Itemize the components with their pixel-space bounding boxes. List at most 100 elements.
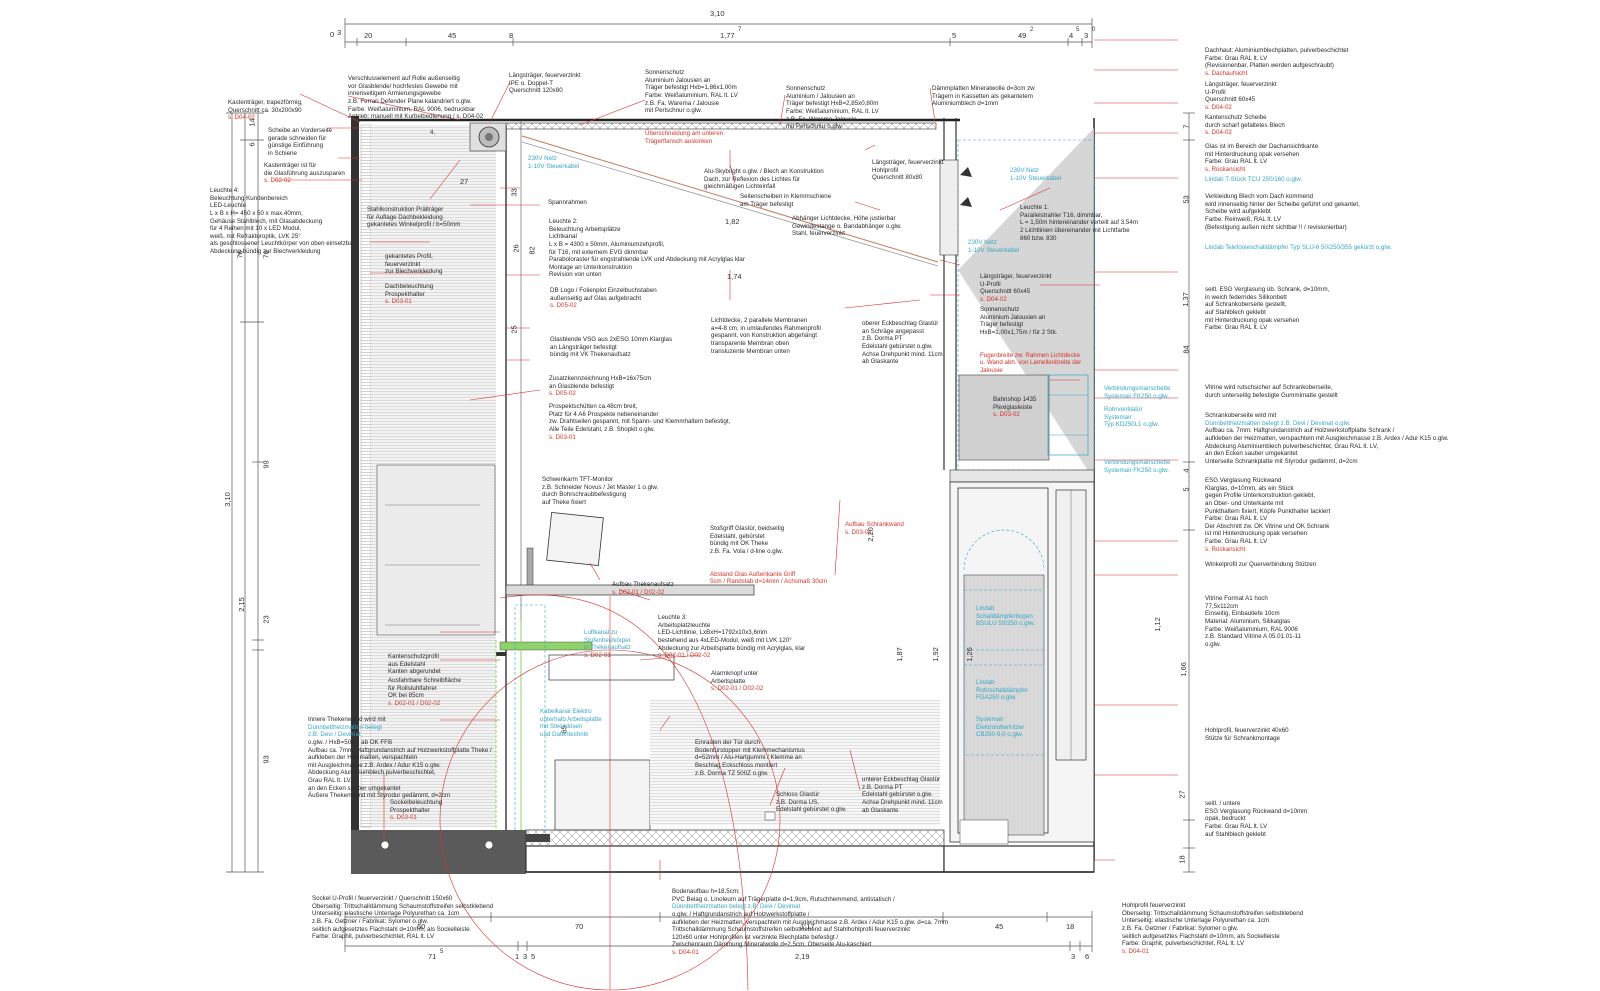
right-dim: 53 <box>1181 195 1191 204</box>
bottom-dim: 1 <box>515 952 520 961</box>
right-dim: 1,66 <box>1178 662 1188 677</box>
bottom-dim: 60 <box>417 922 426 931</box>
dimension-lines <box>226 18 1195 952</box>
top-dim-seg: 4 <box>1069 31 1074 40</box>
note-r-vitrine-nut: Vitrine wird rutschsicher auf Schrankobe… <box>1205 384 1338 399</box>
top-dim-seg: 2 <box>1030 27 1034 33</box>
bottom-dim: 2,19 <box>795 952 810 961</box>
top-dim-seg: 45 <box>448 31 457 40</box>
inner-dim: 25 <box>509 325 519 334</box>
inner-dim: 1,82 <box>725 217 740 226</box>
top-dim-seg: 5 <box>1076 27 1080 33</box>
note-bodenaufbau: Bodenaufbau h=18,5cm:PVC Belag o. Linole… <box>672 888 948 956</box>
left-dim: 99 <box>261 460 271 469</box>
bottom-dim: 6 <box>1085 952 1090 961</box>
leader-lines <box>275 39 1178 880</box>
inner-dim: 1,26 <box>964 647 974 662</box>
note-alu-skybright: Alu-Skybright o.glw. / Blech an Konstruk… <box>704 168 824 191</box>
inner-dim: 1,92 <box>930 647 940 662</box>
bottom-dim: 45 <box>995 922 1004 931</box>
note-r-glas: Glas ist im Bereich der Dachansichtkante… <box>1205 143 1319 173</box>
note-sockel: Sockel U-Profil / feuerverzinkt / Quersc… <box>312 895 494 941</box>
inner-dim: 27 <box>460 177 469 186</box>
note-r-dachhaut: Dachhaut: Aluminiumblechplatten, pulverb… <box>1205 47 1349 77</box>
right-dim: 4 <box>1181 468 1191 473</box>
note-kastentraeger-1: Kastenträger, trapezförmig,Querschnitt c… <box>228 99 303 122</box>
right-dim: 5 <box>1181 487 1191 492</box>
inner-dim: 33 <box>509 188 519 197</box>
right-dim: 27 <box>1177 790 1187 799</box>
left-dim: 93 <box>261 755 271 764</box>
bottom-dim: 3 <box>523 952 528 961</box>
right-dim: 18 <box>1177 855 1187 864</box>
left-dim: 23 <box>261 615 271 624</box>
top-dim-seg: 8 <box>509 31 514 40</box>
top-dim-total: 3,10 <box>710 9 725 18</box>
bottom-dim: 70 <box>575 922 584 931</box>
note-spannrahmen: Spannrahmen <box>548 199 587 207</box>
inner-dim: 1,87 <box>894 647 904 662</box>
note-leuchte-1-body: Leuchte 1:Parallelstrahler T16, dimmbar,… <box>1020 204 1138 242</box>
top-dim-seg: 5 <box>952 31 957 40</box>
left-dim-total: 3,10 <box>222 492 232 507</box>
top-dim-seg: 3 <box>337 28 342 37</box>
top-dim-seg: 0 <box>1092 27 1096 33</box>
top-dim-seg: 0 <box>330 30 335 39</box>
bottom-dim: 18 <box>1066 922 1075 931</box>
top-dim-seg: 20 <box>364 31 373 40</box>
note-r-esg-seitl: seitl. ESG Verglasung üb. Schrank, d=10m… <box>1205 286 1330 332</box>
right-dim: 1,37 <box>1180 292 1190 307</box>
inner-dim: 1,74 <box>727 272 742 281</box>
bottom-dim: 71 <box>428 952 437 961</box>
right-dim: 1,12 <box>1152 617 1162 632</box>
left-dim: 6 <box>247 142 257 147</box>
